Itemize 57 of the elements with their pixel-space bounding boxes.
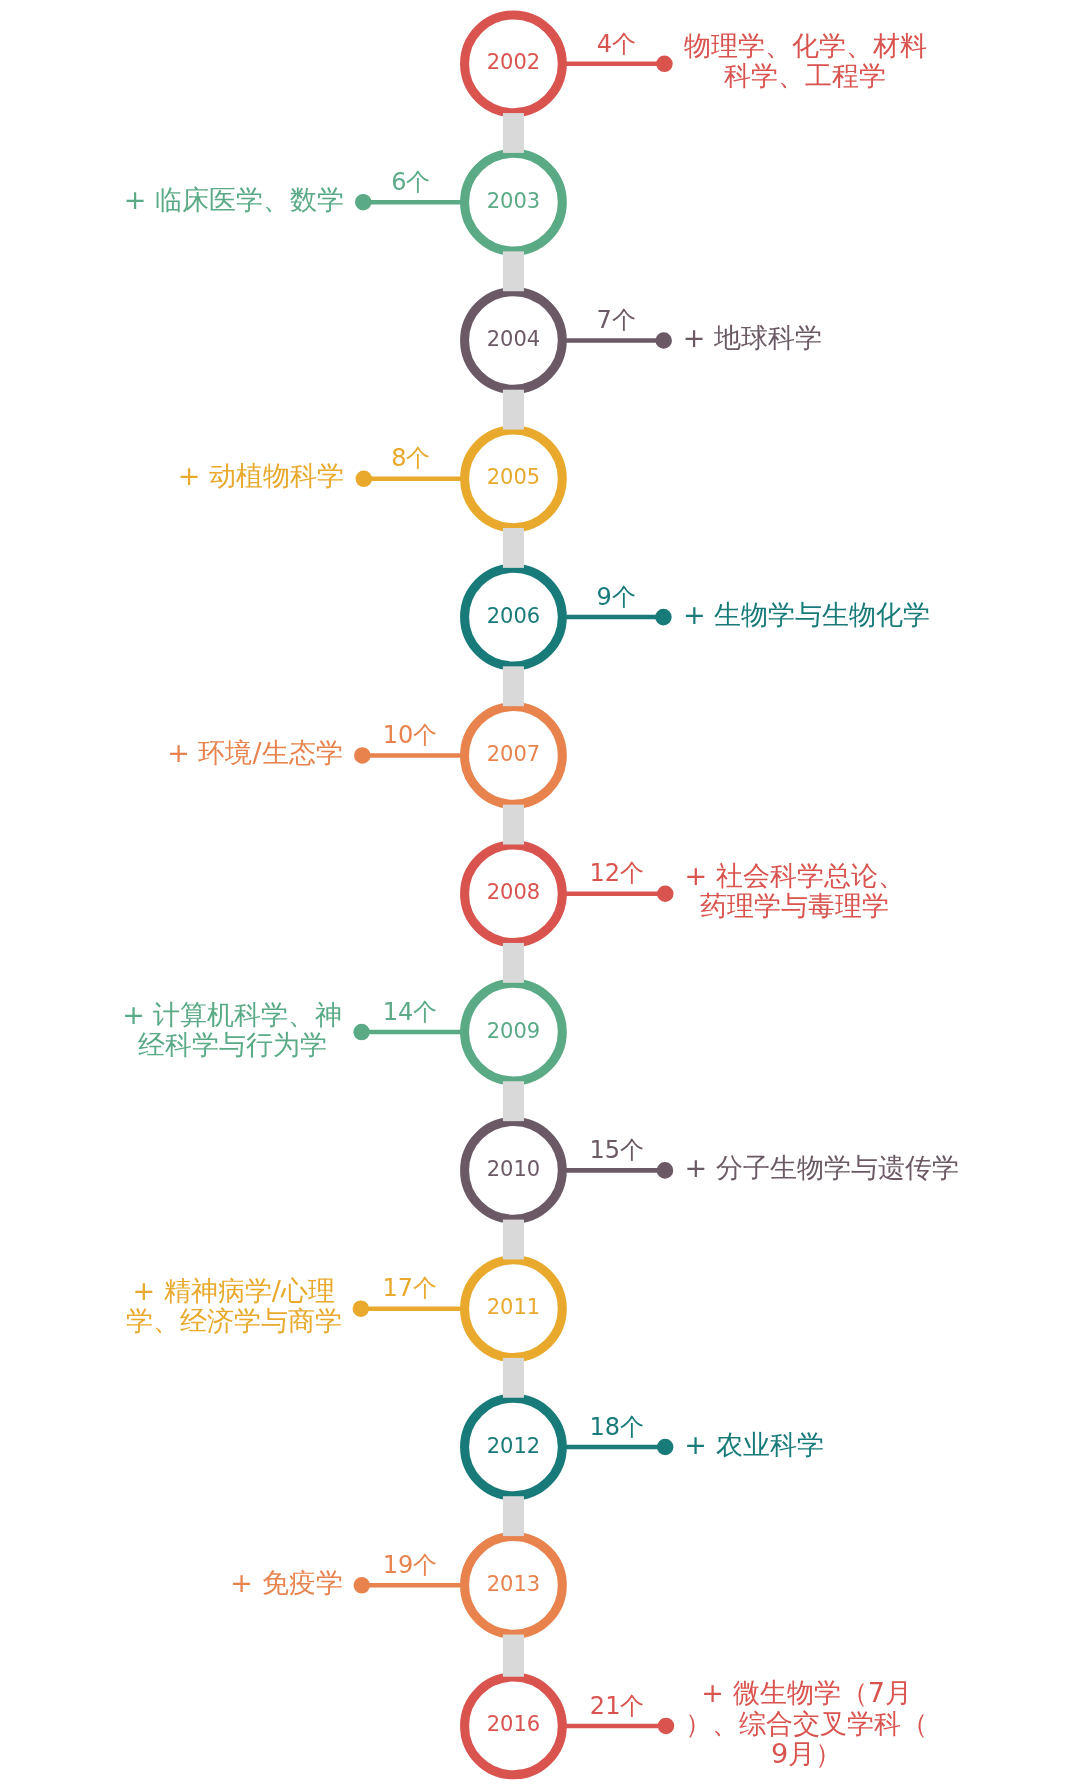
edge-label: 6个 — [390, 167, 430, 196]
connector — [502, 1081, 524, 1122]
node-circle: 2006 — [459, 563, 567, 671]
node-text: 物理学、化学、材料科学、工程学 — [683, 30, 927, 92]
node-circle: 2007 — [459, 702, 567, 809]
connector — [354, 193, 464, 211]
connector — [502, 804, 524, 845]
connector — [352, 1023, 464, 1041]
node-circle: 2012 — [459, 1393, 567, 1501]
node-circle: 2003 — [459, 148, 567, 256]
node-text: + 免疫学 — [229, 1566, 343, 1598]
node-circle: 2009 — [459, 978, 567, 1086]
connector — [502, 389, 524, 430]
connector — [502, 1634, 524, 1677]
edge-label: 15个 — [588, 1136, 644, 1165]
connector — [502, 1357, 524, 1398]
node-circle: 2008 — [459, 840, 567, 948]
node-text: + 分子生物学与遗传学 — [684, 1151, 959, 1183]
node-text: + 计算机科学、神经科学与行为学 — [121, 998, 342, 1060]
connector — [502, 942, 524, 983]
node-circle: 2010 — [459, 1117, 567, 1224]
connector — [502, 1496, 524, 1537]
connector — [502, 528, 524, 568]
node-circle: 2013 — [459, 1531, 567, 1639]
edge-label: 17个 — [381, 1274, 437, 1303]
edge-label: 12个 — [588, 859, 644, 888]
node-circle: 2002 — [459, 10, 567, 118]
connector — [355, 470, 464, 488]
node-text: + 社会科学总论、药理学与毒理学 — [683, 860, 905, 922]
connector — [352, 1300, 464, 1317]
node-text: + 环境/生态学 — [166, 737, 343, 769]
node-circle: 2005 — [459, 425, 567, 533]
edge-label: 18个 — [588, 1412, 644, 1441]
node-circle: 2011 — [459, 1255, 567, 1363]
connector — [502, 1219, 524, 1260]
connector — [353, 747, 464, 764]
edge-label: 21个 — [589, 1691, 644, 1720]
edge-label: 4个 — [596, 29, 636, 58]
connector — [502, 113, 524, 153]
edge-label: 8个 — [390, 444, 430, 473]
node-text: + 农业科学 — [683, 1428, 824, 1460]
node-text: + 临床医学、数学 — [123, 183, 344, 215]
node-text: + 地球科学 — [682, 322, 822, 354]
edge-label: 14个 — [382, 997, 437, 1026]
connector — [502, 251, 524, 292]
node-text: + 动植物科学 — [177, 460, 344, 492]
node-text: + 生物学与生物化学 — [682, 598, 930, 630]
connector — [353, 1577, 464, 1594]
node-circle: 2004 — [459, 287, 567, 394]
node-text: + 微生物学（7月）、综合交叉学科（9月） — [684, 1677, 928, 1769]
node-text: + 精神病学/心理学、经济学与商学 — [125, 1275, 342, 1337]
edge-label: 7个 — [595, 306, 636, 335]
edge-label: 9个 — [595, 582, 636, 611]
edge-label: 19个 — [382, 1551, 437, 1579]
node-circle: 2016 — [459, 1672, 567, 1780]
connector — [502, 666, 524, 707]
edge-label: 10个 — [382, 721, 437, 750]
